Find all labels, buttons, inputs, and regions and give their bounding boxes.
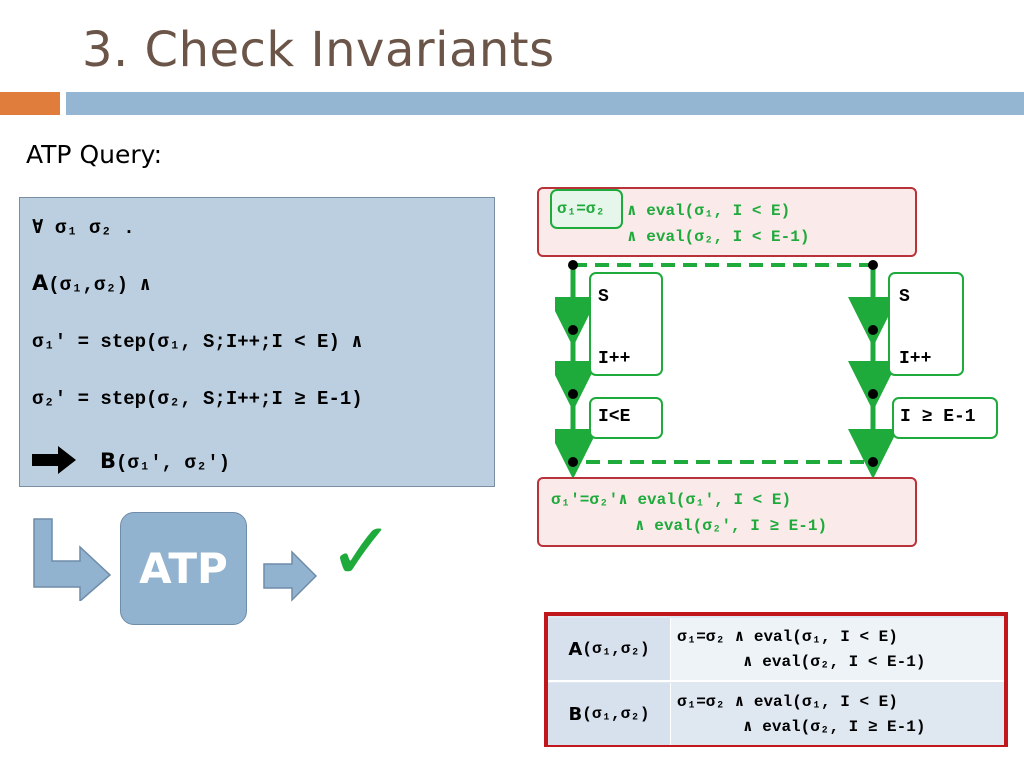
right-guard-box: [892, 397, 998, 439]
implies-arrow-icon: [32, 446, 76, 474]
precondition-highlight: [550, 189, 623, 229]
row-A-formula: σ₁=σ₂ ∧ eval(σ₁, I < E) ∧ eval(σ₂, I < E…: [671, 618, 1004, 680]
precondition-line1: ∧ eval(σ₁, I < E): [627, 202, 791, 220]
postcondition-line1: σ₁′=σ₂′∧ eval(σ₁′, I < E): [551, 491, 792, 509]
left-guard-box: [589, 397, 663, 439]
checkmark-icon: ✓: [328, 505, 396, 598]
table-divider: [548, 680, 1004, 682]
left-body-box: [589, 272, 663, 376]
row-A-letter: A: [568, 638, 583, 660]
table-row-B: B(σ₁,σ₂) σ₁=σ₂ ∧ eval(σ₁, I < E) ∧ eval(…: [548, 683, 1004, 745]
row-A-line1: σ₁=σ₂ ∧ eval(σ₁, I < E): [677, 628, 898, 646]
atp-box: ATP: [120, 512, 247, 625]
atp-query-box: ∀ σ₁ σ₂ . A(σ₁,σ₂) ∧ σ₁′ = step(σ₁, S;I+…: [19, 197, 495, 487]
invariants-table: A(σ₁,σ₂) σ₁=σ₂ ∧ eval(σ₁, I < E) ∧ eval(…: [544, 612, 1008, 747]
atp-label: ATP: [139, 544, 228, 593]
row-B-line1: σ₁=σ₂ ∧ eval(σ₁, I < E): [677, 693, 898, 711]
atp-query-label: ATP Query:: [26, 140, 163, 169]
row-A-line2: ∧ eval(σ₂, I < E-1): [743, 653, 926, 671]
row-B-line2: ∧ eval(σ₂, I ≥ E-1): [743, 718, 926, 736]
query-B-args: (σ₁′, σ₂′): [116, 452, 231, 474]
query-A-symbol: A: [32, 271, 49, 295]
header-accent-blue: [66, 92, 1024, 115]
right-arrow-icon: [263, 550, 318, 602]
left-body-text: S I++: [598, 287, 631, 369]
postcondition-box: [537, 477, 917, 547]
table-row-A: A(σ₁,σ₂) σ₁=σ₂ ∧ eval(σ₁, I < E) ∧ eval(…: [548, 618, 1004, 680]
query-B-symbol: B: [100, 449, 117, 473]
row-A-args: (σ₁,σ₂): [582, 640, 650, 658]
right-body-box: [888, 272, 964, 376]
row-B-label: B(σ₁,σ₂): [548, 683, 671, 745]
right-body-text: S I++: [899, 287, 932, 369]
row-B-args: (σ₁,σ₂): [582, 705, 650, 723]
row-A-label: A(σ₁,σ₂): [548, 618, 671, 680]
query-line-assumption: A(σ₁,σ₂) ∧: [32, 271, 151, 296]
bent-arrow-icon: [33, 518, 112, 601]
product-program-diagram: [555, 260, 895, 479]
left-guard-text: I<E: [598, 407, 631, 427]
row-B-formula: σ₁=σ₂ ∧ eval(σ₁, I < E) ∧ eval(σ₂, I ≥ E…: [671, 683, 1004, 745]
right-guard-text: I ≥ E-1: [900, 407, 976, 427]
header-accent-orange: [0, 92, 60, 115]
query-line-forall: ∀ σ₁ σ₂ .: [32, 217, 135, 239]
query-A-args: (σ₁,σ₂) ∧: [48, 274, 151, 296]
query-line-conclusion: B(σ₁′, σ₂′): [32, 446, 230, 474]
row-B-letter: B: [568, 703, 583, 725]
query-line-step2: σ₂′ = step(σ₂, S;I++;I ≥ E-1): [32, 388, 363, 410]
precondition-line2: ∧ eval(σ₂, I < E-1): [627, 228, 810, 246]
slide-title: 3. Check Invariants: [82, 22, 555, 78]
postcondition-line2: ∧ eval(σ₂′, I ≥ E-1): [635, 517, 828, 535]
query-line-step1: σ₁′ = step(σ₁, S;I++;I < E) ∧: [32, 331, 363, 353]
precondition-eq: σ₁=σ₂: [557, 200, 606, 218]
